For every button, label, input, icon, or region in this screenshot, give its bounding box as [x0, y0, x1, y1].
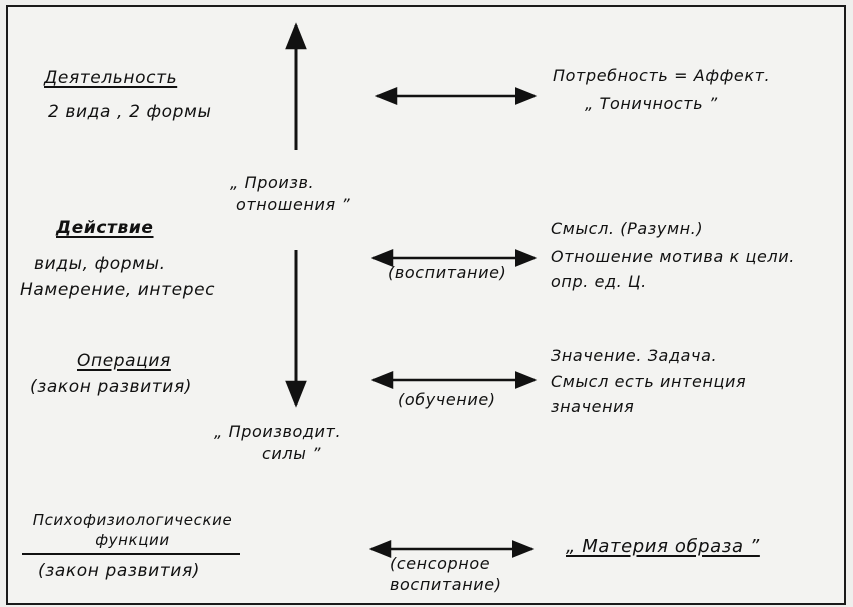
relations-line2: отношения ”: [236, 195, 351, 214]
psycho-title-line2: функции: [95, 531, 170, 549]
relations-line1: „ Произв.: [230, 173, 315, 192]
psycho-title-line1: Психофизиологические: [32, 511, 233, 529]
action-line2: Намерение, интерес: [20, 280, 216, 300]
sense-line2: Отношение мотива к цели.: [551, 247, 795, 266]
forces-line1: „ Производит.: [214, 422, 342, 441]
sensory-label-line1: (сенсорное: [390, 554, 491, 573]
teaching-label: (обучение): [398, 390, 496, 409]
diagram-frame: [6, 5, 846, 605]
action-title: Действие: [56, 218, 154, 238]
forces-line2: силы ”: [262, 444, 322, 463]
meaning-line3: значения: [551, 397, 635, 416]
operation-title: Операция: [77, 351, 171, 371]
matter-of-image: „ Материя образа ”: [566, 536, 760, 557]
sensory-label-line2: воспитание): [390, 575, 502, 594]
meaning-line2: Смысл есть интенция: [551, 372, 747, 391]
need-line1: Потребность = Аффект.: [553, 66, 771, 85]
psycho-subtitle: (закон развития): [38, 561, 201, 581]
upbringing-label: (воспитание): [388, 263, 507, 282]
activity-subtitle: 2 вида , 2 формы: [48, 102, 212, 122]
meaning-line1: Значение. Задача.: [551, 346, 718, 365]
sense-line1: Смысл. (Разумн.): [551, 219, 704, 238]
need-line2: „ Тоничность ”: [585, 94, 718, 113]
sense-line3: опр. ед. Ц.: [551, 272, 647, 291]
action-line1: виды, формы.: [34, 254, 166, 274]
operation-subtitle: (закон развития): [30, 377, 193, 397]
activity-title: Деятельность: [44, 68, 178, 88]
